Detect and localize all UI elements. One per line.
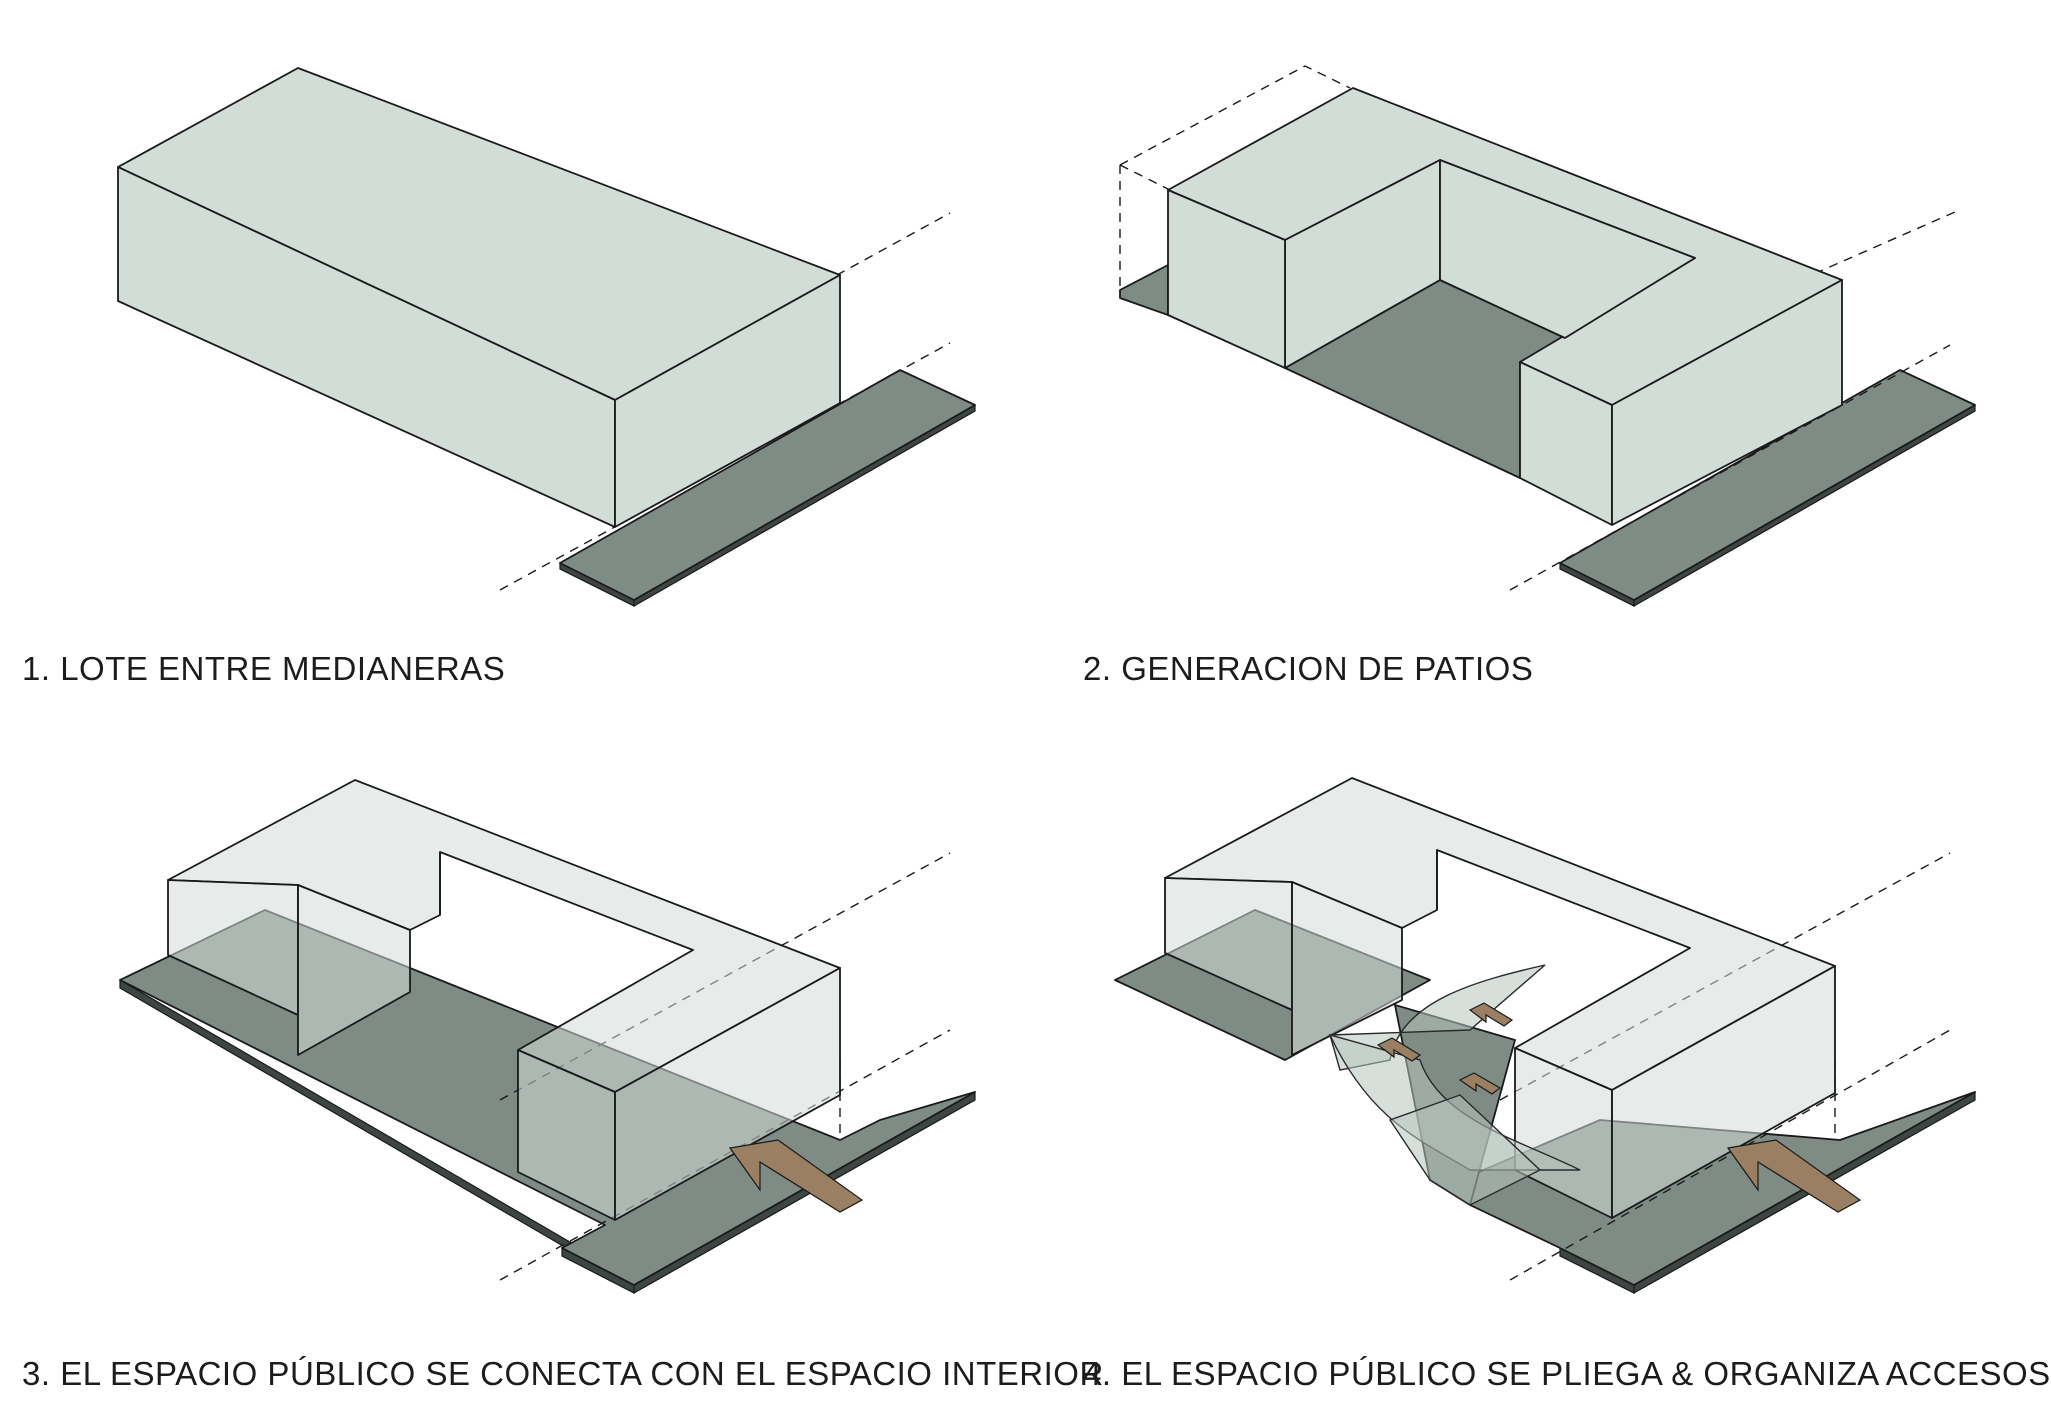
panel-3-caption: 3. EL ESPACIO PÚBLICO SE CONECTA CON EL … — [22, 1355, 1104, 1392]
panel-3-drawing — [119, 779, 976, 1295]
panel-1-drawing — [117, 67, 976, 608]
panel-4-u-volume — [1164, 777, 1836, 1219]
panel-2-u-volume — [1167, 87, 1843, 526]
panel-2-side-ground — [1119, 264, 1169, 316]
panel-4-access-arrows — [1376, 1002, 1514, 1095]
panel-2-drawing — [1119, 65, 1976, 608]
diagram-sheet: 1. LOTE ENTRE MEDIANERAS 2. GENERACION D… — [22, 65, 2050, 1392]
panel-4-drawing — [1114, 777, 1976, 1295]
panel-2-street — [1559, 369, 1976, 608]
panel-3-entry-arrow — [728, 1139, 864, 1213]
panel-1-caption: 1. LOTE ENTRE MEDIANERAS — [22, 650, 506, 687]
panel-2-lot-lines — [1509, 211, 1956, 591]
panel-3-u-volume — [167, 779, 841, 1221]
panel-4-entry-arrow — [1726, 1139, 1862, 1213]
panel-4-caption: 4. EL ESPACIO PÚBLICO SE PLIEGA & ORGANI… — [1083, 1355, 2051, 1392]
panel-2-caption: 2. GENERACION DE PATIOS — [1083, 650, 1534, 687]
panel-1-volume — [117, 67, 841, 528]
panel-1-street — [559, 369, 976, 608]
